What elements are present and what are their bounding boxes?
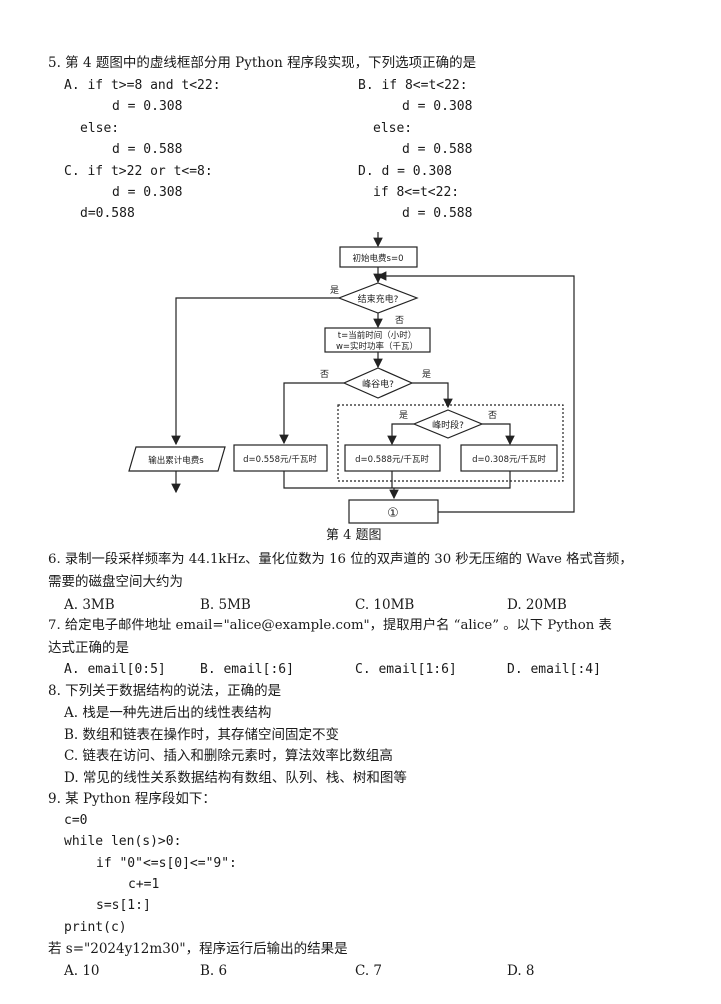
q5-option-c-line3: d=0.588 [80,206,135,221]
flow-peak-decision [412,409,484,439]
q6-option-c: C. 10MB [355,597,415,613]
flow-yes-label-1: 是 [330,285,339,296]
q9-option-c: C. 7 [355,963,383,979]
flow-w-label: w=实时功率（千瓦） [336,341,418,352]
flow-d1-label: d=0.558元/千瓦时 [243,454,317,465]
flow-yes-label-3: 是 [399,410,408,421]
q5-option-a-line1: A. if t>=8 and t<22: [64,78,221,93]
q6-stem-line2: 需要的磁盘空间大约为 [48,574,183,590]
flow-init-label: 初始电费s=0 [353,253,404,264]
q9-code-line6: print(c) [64,920,127,935]
q7-stem-line1: 7. 给定电子邮件地址 email="alice@example.com"，提取… [48,618,612,633]
q5-option-b-line4: d = 0.588 [402,142,473,157]
q5-option-d-line2: if 8<=t<22: [373,185,460,200]
q7-option-b: B. email[:6] [200,662,294,677]
q9-code-line2: while len(s)>0: [64,834,182,849]
flow-d3-label: d=0.308元/千瓦时 [472,454,546,465]
flow-d2-label: d=0.588元/千瓦时 [355,454,429,465]
flowchart-figure: 初始电费s=0 结束充电? 是 否 t=当前时间（小时） w=实时功率（千瓦） … [128,232,575,524]
q7-stem-line2: 达式正确的是 [48,640,129,656]
flow-valley-decision [342,367,414,399]
flow-no-label-3: 否 [488,410,497,421]
q5-option-b-line3: else: [373,121,413,136]
flow-d1-box [233,444,328,472]
q8-stem: 8. 下列关于数据结构的说法，正确的是 [48,683,282,699]
q8-option-c: C. 链表在访问、插入和删除元素时，算法效率比数组高 [64,748,393,764]
q5-option-b-line1: B. if 8<=t<22: [358,78,468,93]
q9-option-b: B. 6 [200,963,228,979]
flow-peak-label: 峰时段? [432,419,464,431]
flow-circle-label: ① [387,506,399,521]
flow-no-label-1: 否 [395,315,404,326]
q5-option-d-line3: d = 0.588 [402,206,473,221]
q9-option-d: D. 8 [507,963,535,979]
figure-caption: 第 4 题图 [326,528,382,543]
flow-no-label-2: 否 [320,369,329,380]
q8-option-d: D. 常见的线性关系数据结构有数组、队列、栈、树和图等 [64,770,407,786]
q5-option-a-line3: else: [80,121,120,136]
q7-option-d: D. email[:4] [507,662,601,677]
q7-option-c: C. email[1:6] [355,662,457,677]
q9-question: 若 s="2024y12m30"，程序运行后输出的结果是 [48,941,348,957]
q6-option-d: D. 20MB [507,597,567,613]
q9-code-line5: s=s[1:] [96,898,151,913]
flow-d3-box [460,444,558,472]
q9-stem: 9. 某 Python 程序段如下： [48,791,216,807]
q6-stem-line1: 6. 录制一段采样频率为 44.1kHz、量化位数为 16 位的双声道的 30 … [48,552,633,567]
q5-option-c-line1: C. if t>22 or t<=8: [64,164,213,179]
flow-output-box [128,446,226,472]
flow-yes-label-2: 是 [422,369,431,380]
q6-option-a: A. 3MB [64,597,115,613]
flow-valley-label: 峰谷电? [362,378,394,390]
q7-option-a: A. email[0:5] [64,662,166,677]
flow-dashed-frame [337,404,564,482]
q9-code-line4: c+=1 [128,877,160,892]
q6-option-b: B. 5MB [200,597,251,613]
q5-stem: 5. 第 4 题图中的虚线框部分用 Python 程序段实现，下列选项正确的是 [48,55,477,71]
q5-option-d-line1: D. d = 0.308 [358,164,452,179]
q5-option-a-line4: d = 0.588 [112,142,183,157]
q8-option-a: A. 栈是一种先进后出的线性表结构 [64,705,272,721]
q5-option-a-line2: d = 0.308 [112,99,183,114]
flow-end-charge-label: 结束充电? [358,293,399,305]
q5-option-c-line2: d = 0.308 [112,185,183,200]
flow-t-label: t=当前时间（小时） [338,330,416,341]
q9-code-line3: if "0"<=s[0]<="9": [96,856,237,871]
flow-output-label: 输出累计电费s [148,455,204,466]
q9-option-a: A. 10 [64,963,100,979]
q8-option-b: B. 数组和链表在操作时，其存储空间固定不变 [64,727,340,743]
q9-code-line1: c=0 [64,813,88,828]
q5-option-b-line2: d = 0.308 [402,99,473,114]
